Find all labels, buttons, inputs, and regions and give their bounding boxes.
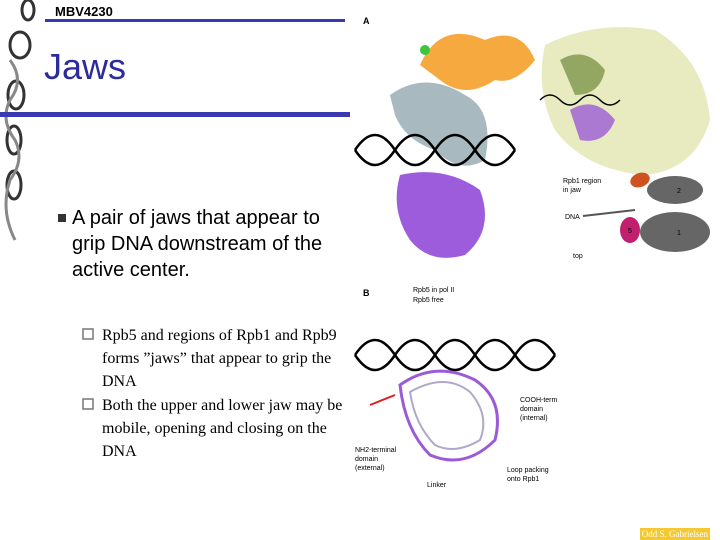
svg-text:in jaw: in jaw <box>563 187 582 194</box>
main-bullet-text: A pair of jaws that appear to grip DNA d… <box>72 207 323 281</box>
svg-text:domain: domain <box>355 456 378 463</box>
legend-pol: Rpb5 in pol II <box>413 287 454 294</box>
svg-text:COOH-term: COOH-term <box>520 397 558 404</box>
svg-text:(internal): (internal) <box>520 415 548 422</box>
svg-text:2: 2 <box>677 188 681 195</box>
pol-ii-surface <box>541 27 710 176</box>
rpb1-region-label: Rpb1 region <box>563 178 601 185</box>
title-rule <box>0 112 350 117</box>
decorative-chain <box>4 0 36 241</box>
green-atom <box>420 45 430 55</box>
svg-text:(external): (external) <box>355 465 385 472</box>
hollow-square-bullet-icon <box>82 328 96 342</box>
author-credit: Odd S. Gabrielsen <box>639 528 710 540</box>
slide-title: Jaws <box>44 46 127 87</box>
sub-bullet-2: Both the upper and lower jaw may be mobi… <box>102 397 343 460</box>
dna-helix-b <box>353 338 557 372</box>
svg-text:onto Rpb1: onto Rpb1 <box>507 476 539 483</box>
purple-protein <box>396 172 485 258</box>
svg-text:5: 5 <box>628 228 632 235</box>
gray-protein <box>390 82 488 166</box>
dna-label: DNA <box>565 214 580 221</box>
svg-text:NH2-terminal: NH2-terminal <box>355 447 397 454</box>
svg-text:Loop packing: Loop packing <box>507 467 549 474</box>
sub-bullet-1: Rpb5 and regions of Rpb1 and Rpb9 forms … <box>102 327 337 390</box>
header-rule <box>45 19 345 22</box>
svg-text:Linker: Linker <box>427 482 447 489</box>
legend-free: Rpb5 free <box>413 297 444 304</box>
dna-helix-a2 <box>353 133 517 167</box>
jaws-structure-figure: A Rpb1 region in jaw DNA 5 1 2 top B Rpb… <box>353 16 710 489</box>
svg-text:1: 1 <box>677 230 681 237</box>
filled-square-bullet-icon <box>58 214 66 222</box>
top-label: top <box>573 253 583 260</box>
orange-protein <box>420 33 535 90</box>
hollow-square-bullet-icon <box>82 398 96 412</box>
svg-text:domain: domain <box>520 406 543 413</box>
course-label: MBV4230 <box>55 4 113 19</box>
panel-a-label: A <box>363 16 370 26</box>
panel-b-label: B <box>363 288 370 298</box>
